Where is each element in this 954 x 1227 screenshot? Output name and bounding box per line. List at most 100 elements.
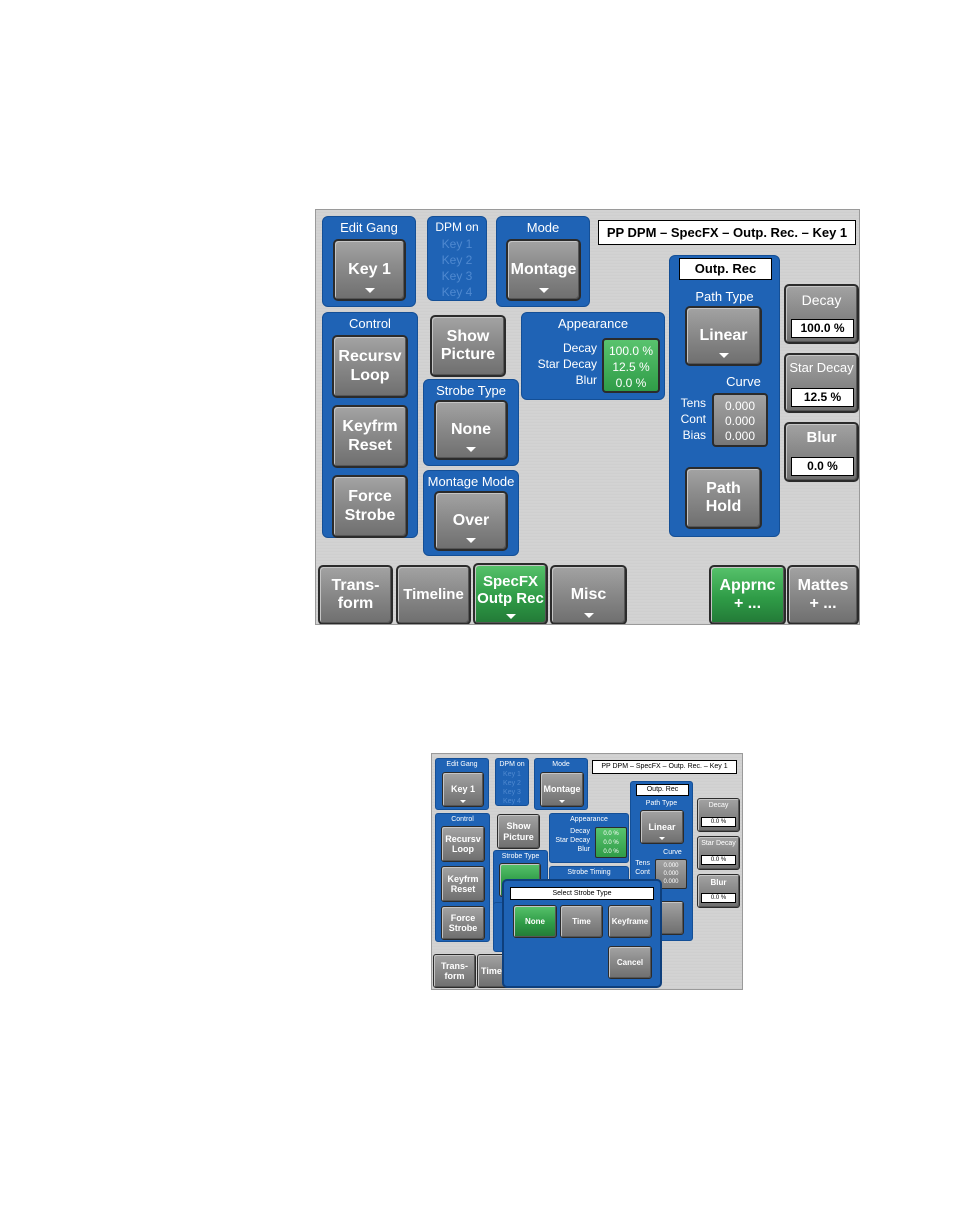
path-hold-button[interactable]: Path Hold [685, 467, 762, 529]
dpm-key-1[interactable]: Key 1 [503, 771, 521, 778]
curve-values-button[interactable]: 0.000 0.000 0.000 [712, 393, 768, 447]
tab-specfx-label: SpecFX Outp Rec [477, 572, 544, 607]
edit-gang-title: Edit Gang [340, 220, 398, 235]
tab-appearance[interactable]: Apprnc + ... [709, 565, 786, 624]
edit-gang-button-label: Key 1 [450, 784, 476, 795]
mode-button[interactable]: Montage [540, 772, 584, 807]
strobe-time-button[interactable]: Time [560, 905, 603, 938]
blur-button[interactable]: Blur 0.0 % [784, 422, 859, 482]
dpm-key-3[interactable]: Key 3 [503, 789, 521, 796]
montage-mode-button[interactable]: Over [434, 491, 508, 551]
dpm-key-2[interactable]: Key 2 [441, 253, 473, 267]
strobe-keyframe-button[interactable]: Keyframe [608, 905, 652, 938]
strobe-type-button[interactable]: None [434, 400, 508, 460]
star-decay-button[interactable]: Star Decay 12.5 % [784, 353, 859, 413]
dropdown-arrow-icon [466, 447, 476, 452]
mode-title: Mode [552, 761, 570, 768]
decay-label: Decay [801, 292, 842, 308]
tab-transform[interactable]: Trans- form [433, 954, 476, 988]
dropdown-arrow-icon [559, 800, 565, 803]
path-type-button[interactable]: Linear [640, 810, 684, 844]
dpm-key-1[interactable]: Key 1 [441, 237, 473, 251]
appearance-star-decay-label: Star Decay [555, 837, 590, 844]
tab-mattes[interactable]: Mattes + ... [787, 565, 859, 624]
mode-title: Mode [526, 220, 560, 235]
show-picture-button[interactable]: Show Picture [430, 315, 506, 377]
mode-group: Mode Montage [496, 216, 590, 307]
dpm-on-group: DPM on Key 1 Key 2 Key 3 Key 4 [495, 758, 529, 806]
dpm-key-2[interactable]: Key 2 [503, 780, 521, 787]
curve-title: Curve [663, 849, 682, 856]
star-decay-button[interactable]: Star Decay 0.0 % [697, 836, 740, 870]
path-type-button[interactable]: Linear [685, 306, 762, 366]
decay-label: Decay [708, 802, 729, 809]
star-decay-label: Star Decay [701, 840, 736, 847]
dropdown-arrow-icon [538, 288, 549, 293]
blur-label: Blur [710, 878, 727, 887]
dpm-key-3[interactable]: Key 3 [441, 269, 473, 283]
appearance-title: Appearance [570, 816, 608, 823]
appearance-star-decay-label: Star Decay [537, 357, 597, 371]
edit-gang-button[interactable]: Key 1 [333, 239, 406, 301]
recursive-loop-button[interactable]: Recursv Loop [441, 826, 485, 862]
control-group: Control Recursv Loop Keyfrm Reset Force … [322, 312, 418, 538]
menu-header: PP DPM – SpecFX – Outp. Rec. – Key 1 [592, 760, 737, 774]
curve-bias-label: Bias [682, 428, 706, 442]
edit-gang-group: Edit Gang Key 1 [322, 216, 416, 307]
blur-label: Blur [806, 429, 837, 446]
cancel-button[interactable]: Cancel [608, 946, 652, 979]
strobe-type-button-label: None [451, 420, 491, 438]
curve-cont-value: 0.000 [724, 414, 756, 428]
dialog-title: Select Strobe Type [510, 887, 654, 900]
curve-tens-value: 0.000 [724, 399, 756, 413]
blur-button[interactable]: Blur 0.0 % [697, 874, 740, 908]
strobe-timing-title: Strobe Timing [567, 869, 611, 876]
force-strobe-button[interactable]: Force Strobe [332, 475, 408, 538]
show-picture-button[interactable]: Show Picture [497, 814, 540, 849]
dpm-key-4[interactable]: Key 4 [441, 285, 473, 299]
keyframe-reset-button[interactable]: Keyfrm Reset [441, 866, 485, 902]
strobe-type-title: Strobe Type [436, 383, 506, 398]
dropdown-arrow-icon [659, 837, 665, 840]
decay-value: 100.0 % [791, 319, 854, 338]
output-recursive-group: Outp. Rec Path Type Linear Curve Tens Co… [669, 255, 780, 537]
recursive-loop-button[interactable]: Recursv Loop [332, 335, 408, 398]
montage-mode-group: Montage Mode Over [423, 470, 519, 556]
dpm-on-group: DPM on Key 1 Key 2 Key 3 Key 4 [427, 216, 487, 301]
mode-button-label: Montage [543, 784, 581, 795]
dpm-on-title: DPM on [499, 761, 525, 768]
tab-transform[interactable]: Trans- form [318, 565, 393, 624]
decay-button[interactable]: Decay 0.0 % [697, 798, 740, 832]
dpm-panel-large: PP DPM – SpecFX – Outp. Rec. – Key 1 Edi… [315, 209, 860, 625]
curve-bias-value: 0.000 [724, 429, 756, 443]
force-strobe-button[interactable]: Force Strobe [441, 906, 485, 940]
menu-header: PP DPM – SpecFX – Outp. Rec. – Key 1 [598, 220, 856, 245]
tab-timeline-label: Timel [481, 965, 505, 976]
tab-timeline[interactable]: Timeline [396, 565, 471, 624]
decay-button[interactable]: Decay 100.0 % [784, 284, 859, 344]
appearance-group: Appearance Decay Star Decay Blur 100.0 %… [521, 312, 665, 400]
montage-mode-title: Montage Mode [427, 474, 515, 489]
path-type-title: Path Type [695, 289, 754, 304]
keyframe-reset-button[interactable]: Keyfrm Reset [332, 405, 408, 468]
blur-value: 0.0 % [791, 457, 854, 476]
edit-gang-title: Edit Gang [446, 761, 478, 768]
montage-mode-button-label: Over [452, 511, 490, 529]
curve-tens-label: Tens [635, 860, 650, 867]
path-type-button-label: Linear [699, 326, 748, 344]
edit-gang-button[interactable]: Key 1 [442, 772, 484, 807]
curve-title: Curve [726, 374, 761, 389]
appearance-decay-label: Decay [570, 828, 590, 835]
tab-misc[interactable]: Misc [550, 565, 627, 624]
appearance-values-button[interactable]: 0.0 % 0.0 % 0.0 % [595, 827, 627, 858]
star-decay-value: 0.0 % [701, 855, 736, 865]
dpm-key-4[interactable]: Key 4 [503, 798, 521, 805]
strobe-none-button[interactable]: None [513, 905, 557, 938]
mode-button[interactable]: Montage [506, 239, 581, 301]
dropdown-arrow-icon [583, 613, 594, 618]
tab-specfx-output-recursive[interactable]: SpecFX Outp Rec [473, 563, 548, 624]
edit-gang-button-label: Key 1 [348, 260, 391, 278]
appearance-values-button[interactable]: 100.0 % 12.5 % 0.0 % [602, 338, 660, 393]
blur-value: 0.0 % [701, 893, 736, 903]
curve-cont-label: Cont [680, 412, 706, 426]
